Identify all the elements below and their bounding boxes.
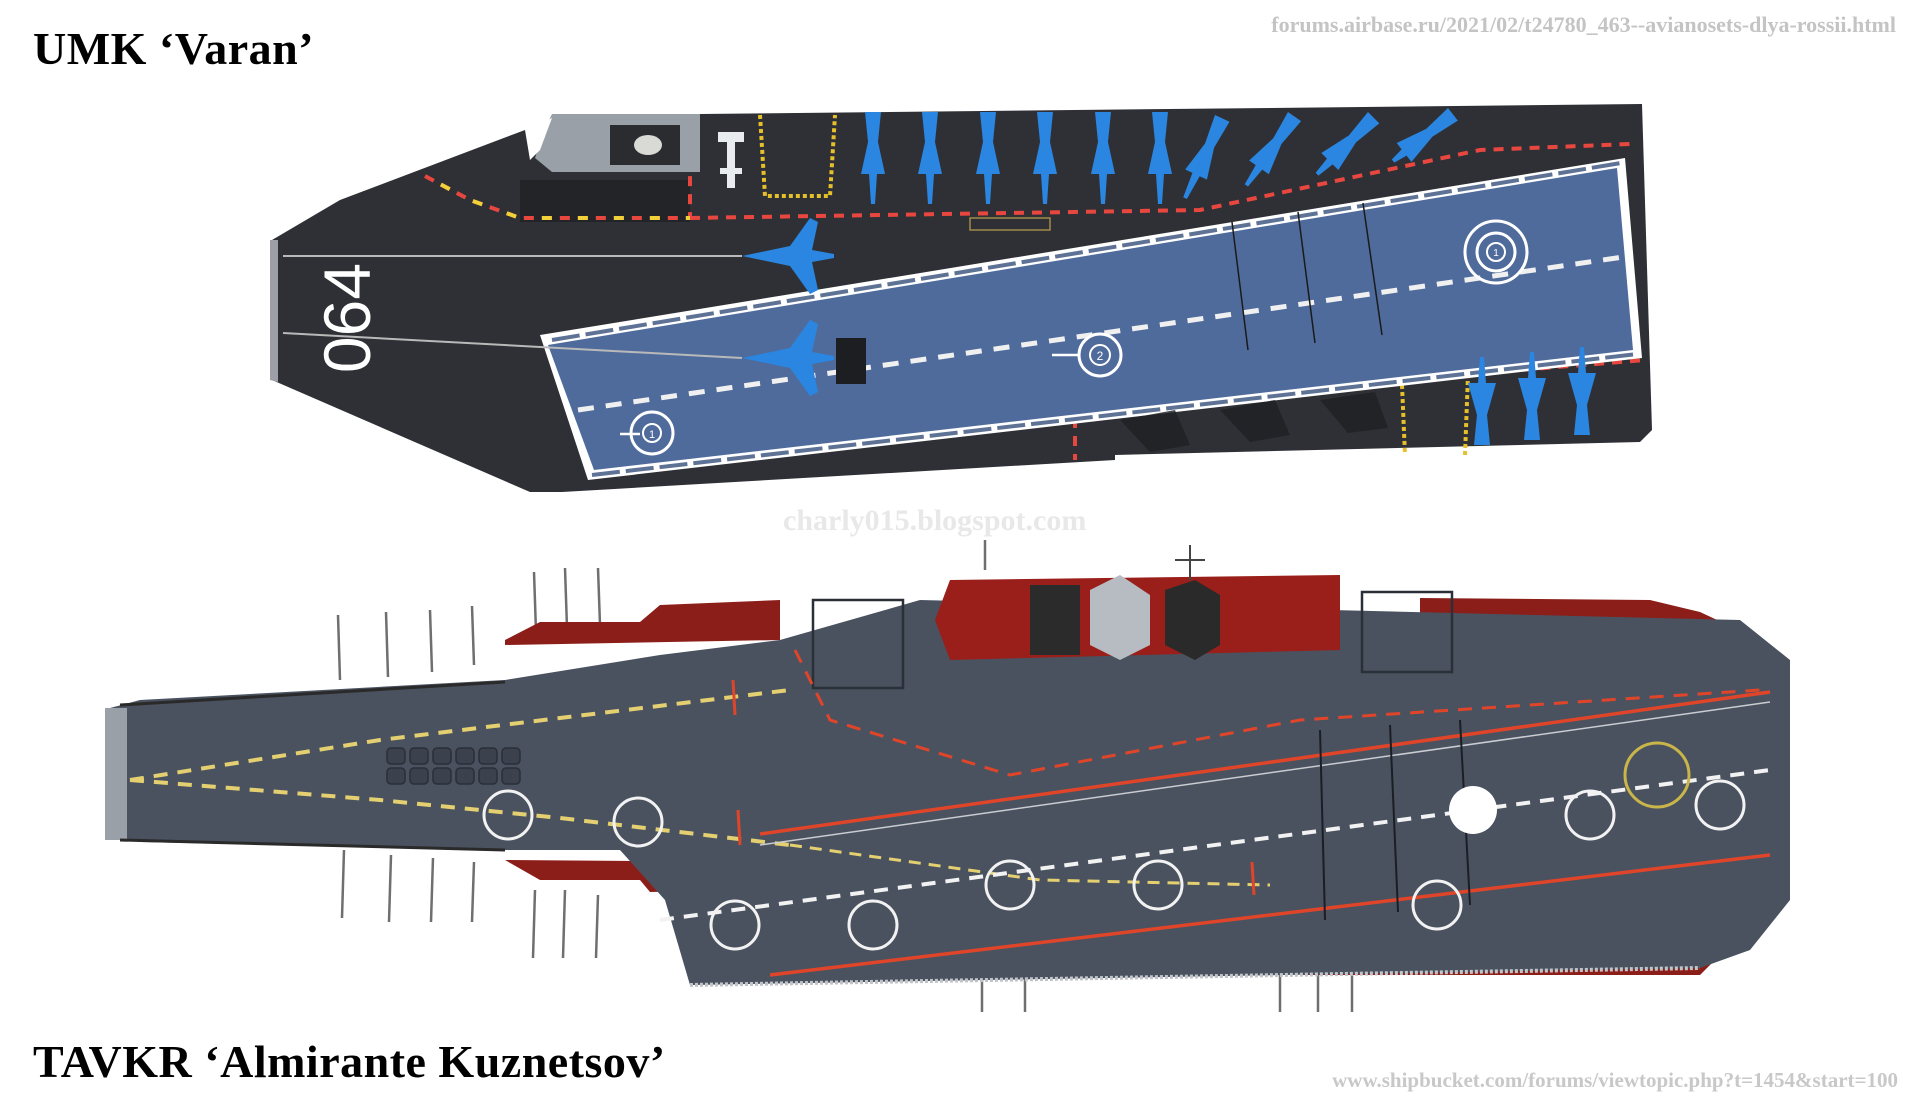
varan-island — [525, 114, 700, 172]
kuznetsov-carrier — [105, 540, 1790, 1012]
hull-number: 064 — [310, 263, 384, 373]
credit-watermark-middle: charly015.blogspot.com — [783, 504, 1087, 537]
parked-aircraft-row — [861, 108, 1458, 204]
varan-title: UMK ‘Varan’ — [33, 23, 315, 74]
antennas-bottom — [340, 849, 1354, 1012]
landing-spot-2: 2 — [1052, 332, 1123, 378]
aircraft-on-catapult-2 — [742, 320, 834, 396]
varan-carrier: 1 2 1 064 — [270, 104, 1652, 492]
blast-deflectors — [386, 747, 521, 785]
svg-text:2: 2 — [1097, 349, 1104, 363]
aircraft-on-catapult-1 — [742, 218, 834, 294]
landing-spot-1-bow: 1 — [1463, 219, 1529, 285]
kuznetsov-landing-spots — [482, 779, 1746, 951]
antennas-top — [336, 540, 987, 681]
kuznetsov-deck — [110, 600, 1790, 985]
optical-landing-marker — [1449, 786, 1497, 834]
parked-aircraft-stern — [1468, 347, 1596, 445]
svg-text:1: 1 — [1493, 248, 1499, 259]
source-watermark-top: forums.airbase.ru/2021/02/t24780_463--av… — [1271, 12, 1896, 37]
landing-spot-1-stern: 1 — [620, 410, 675, 456]
svg-text:1: 1 — [649, 429, 655, 441]
kuznetsov-title: TAVKR ‘Almirante Kuznetsov’ — [33, 1036, 666, 1087]
kuznetsov-island — [935, 545, 1340, 660]
helicopter-icon — [718, 132, 744, 188]
varan-runway — [540, 158, 1642, 480]
source-watermark-bottom: www.shipbucket.com/forums/viewtopic.php?… — [1332, 1068, 1898, 1092]
